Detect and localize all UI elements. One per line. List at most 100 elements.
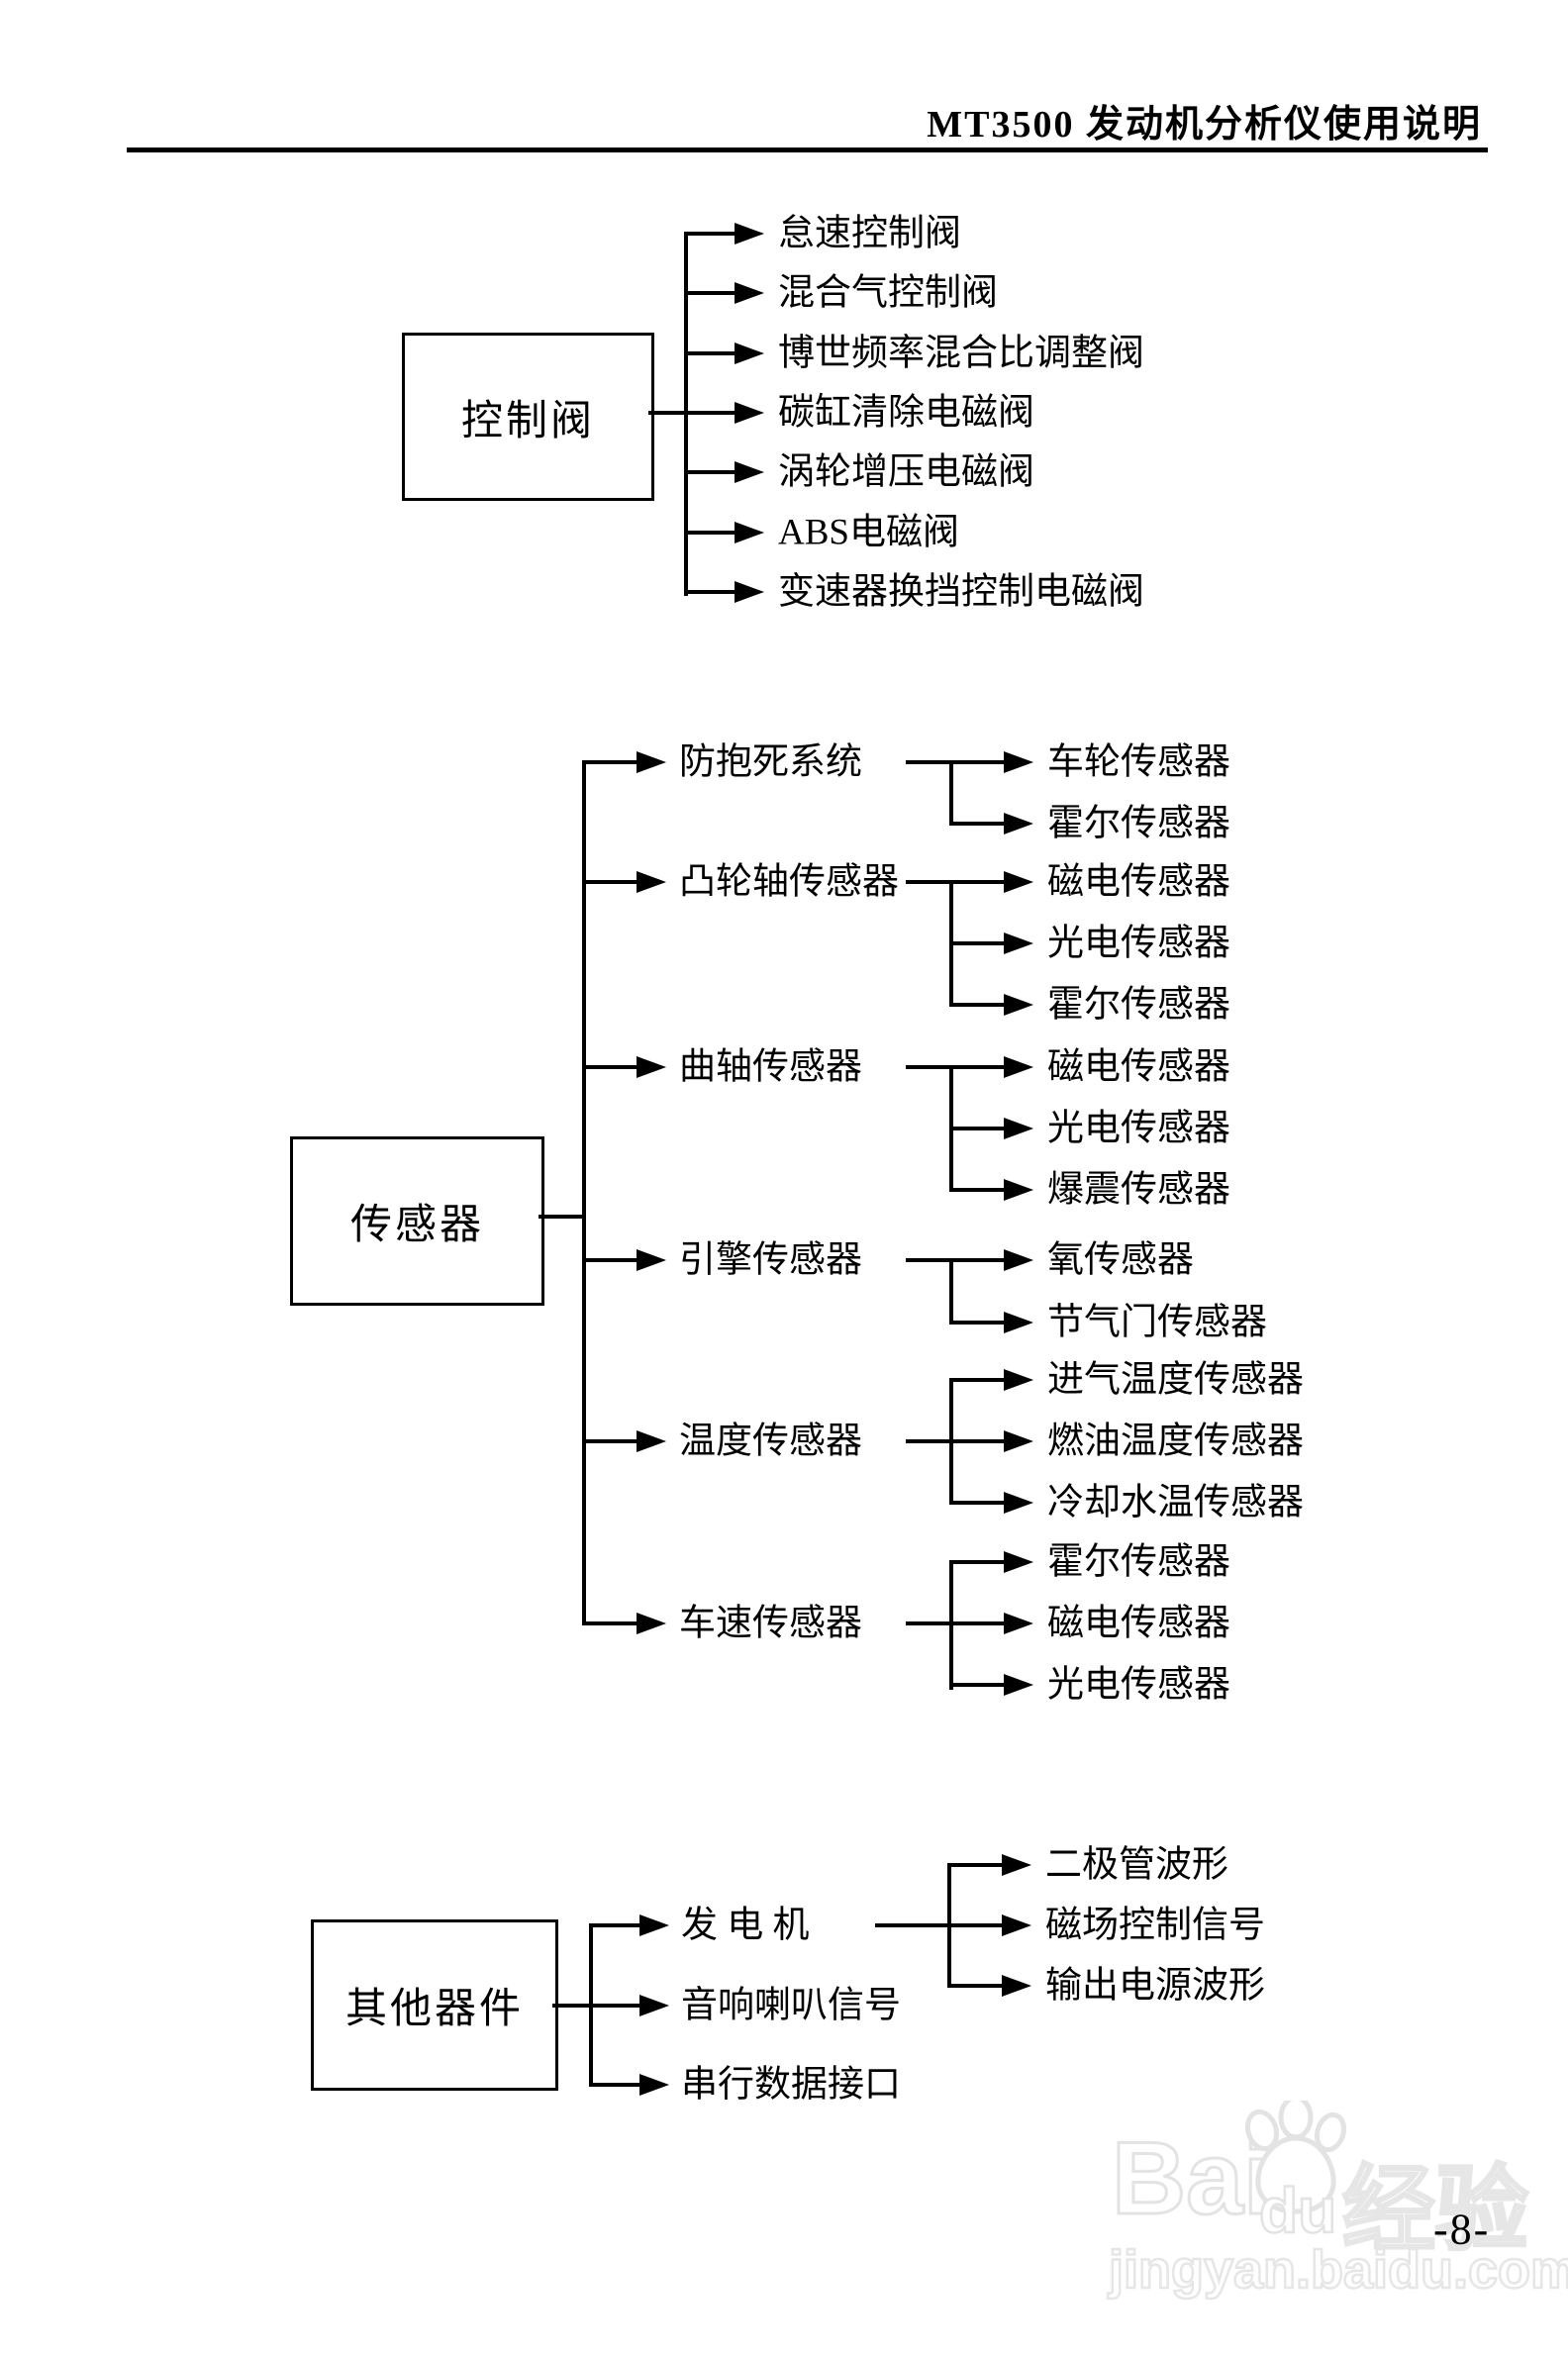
arrow-right-icon (735, 223, 764, 245)
arrow-right-icon (637, 1613, 666, 1634)
arrow-right-icon (735, 343, 764, 364)
arrow-right-icon (639, 1914, 669, 1936)
tree-line (584, 760, 637, 764)
root-box-other-components: 其他器件 (311, 1919, 558, 2091)
arrow-right-icon (1004, 1249, 1033, 1271)
arrow-right-icon (1004, 1369, 1033, 1391)
child-label: 霍尔传感器 (1047, 803, 1230, 844)
arrow-right-icon (639, 1995, 669, 2016)
branch-label: 怠速控制阀 (778, 213, 961, 254)
arrow-right-icon (1002, 1975, 1031, 1997)
arrow-right-icon (637, 1430, 666, 1452)
arrow-right-icon (1004, 1118, 1033, 1139)
tree-line (906, 1258, 953, 1262)
tree-line (951, 1188, 1004, 1192)
tree-line (951, 1321, 1004, 1325)
child-label: 磁电传感器 (1047, 861, 1230, 903)
tree-line (648, 411, 735, 415)
tree-line (686, 531, 735, 535)
tree-line (584, 1439, 637, 1443)
root-label: 传感器 (349, 1203, 484, 1248)
watermark-brand-text: du (1258, 2174, 1338, 2248)
watermark-brand-cn-text: 经验 (1340, 2156, 1529, 2263)
child-label: 霍尔传感器 (1047, 1541, 1230, 1583)
tree-line (951, 1621, 1004, 1625)
tree-line (591, 1923, 639, 1927)
arrow-right-icon (1002, 1854, 1031, 1876)
tree-line (584, 1258, 637, 1262)
tree-line (584, 880, 637, 884)
tree-line (951, 1683, 1004, 1687)
branch-label: 温度传感器 (679, 1421, 862, 1462)
tree-line (686, 232, 735, 236)
tree-line (686, 291, 735, 295)
arrow-right-icon (1004, 1551, 1033, 1573)
tree-line (951, 880, 1004, 884)
tree-line (686, 590, 735, 594)
child-label: 爆震传感器 (1047, 1169, 1230, 1211)
branch-label: 曲轴传感器 (679, 1046, 862, 1088)
tree-line (584, 1621, 637, 1625)
tree-line (686, 351, 735, 355)
tree-line (552, 2004, 639, 2008)
branch-label: 凸轮轴传感器 (679, 861, 899, 903)
arrow-right-icon (637, 751, 666, 773)
branch-label: 引擎传感器 (679, 1239, 862, 1281)
child-label: 节气门传感器 (1047, 1302, 1267, 1343)
branch-label: 串行数据接口 (681, 2064, 901, 2106)
tree-line (949, 1984, 1002, 1988)
arrow-right-icon (1004, 1430, 1033, 1452)
arrow-right-icon (735, 581, 764, 603)
branch-label: 发 电 机 (681, 1905, 810, 1946)
branch-label: 碳缸清除电磁阀 (778, 392, 1034, 434)
tree-line (951, 1378, 1004, 1382)
tree-line (539, 1215, 584, 1219)
tree-line (951, 1065, 1004, 1069)
child-label: 光电传感器 (1047, 923, 1230, 964)
tree-line (906, 1065, 953, 1069)
child-label: 进气温度传感器 (1047, 1359, 1304, 1401)
child-label: 磁电传感器 (1047, 1046, 1230, 1088)
arrow-right-icon (1004, 813, 1033, 834)
tree-line (951, 941, 1004, 945)
arrow-right-icon (735, 402, 764, 424)
arrow-right-icon (639, 2074, 669, 2096)
branch-label: 音响喇叭信号 (681, 1985, 901, 2026)
branch-label: 变速器换挡控制电磁阀 (778, 571, 1144, 613)
watermark-url: jingyan.baidu.com (1108, 2239, 1568, 2302)
arrow-right-icon (1004, 1056, 1033, 1078)
tree-line (951, 1003, 1004, 1007)
tree-line (582, 760, 586, 1625)
arrow-right-icon (735, 461, 764, 483)
tree-line (949, 1258, 953, 1325)
branch-label: 防抱死系统 (679, 741, 862, 783)
branch-label: 车速传感器 (679, 1603, 862, 1644)
header-rule (127, 147, 1488, 152)
tree-line (906, 1439, 953, 1443)
tree-line (951, 822, 1004, 826)
arrow-right-icon (637, 1056, 666, 1078)
child-label: 输出电源波形 (1045, 1965, 1265, 2007)
tree-line (949, 1863, 1002, 1867)
tree-line (906, 760, 953, 764)
branch-label: ABS电磁阀 (778, 512, 959, 553)
tree-line (906, 880, 953, 884)
arrow-right-icon (637, 871, 666, 893)
tree-line (951, 1560, 1004, 1564)
tree-line (875, 1923, 949, 1927)
tree-line (951, 1258, 1004, 1262)
root-label: 其他器件 (344, 1987, 524, 2032)
watermark-brand-text: Bai (1111, 2120, 1274, 2238)
child-label: 氧传感器 (1047, 1239, 1194, 1281)
tree-line (951, 1501, 1004, 1505)
arrow-right-icon (1002, 1914, 1031, 1936)
baidu-paw-icon (1244, 2101, 1347, 2214)
arrow-right-icon (735, 522, 764, 543)
arrow-right-icon (1004, 1674, 1033, 1696)
page-header-title: MT3500 发动机分析仪使用说明 (927, 104, 1482, 146)
arrow-right-icon (1004, 1312, 1033, 1333)
child-label: 霍尔传感器 (1047, 984, 1230, 1026)
root-box-sensors: 传感器 (290, 1136, 544, 1306)
child-label: 光电传感器 (1047, 1664, 1230, 1706)
